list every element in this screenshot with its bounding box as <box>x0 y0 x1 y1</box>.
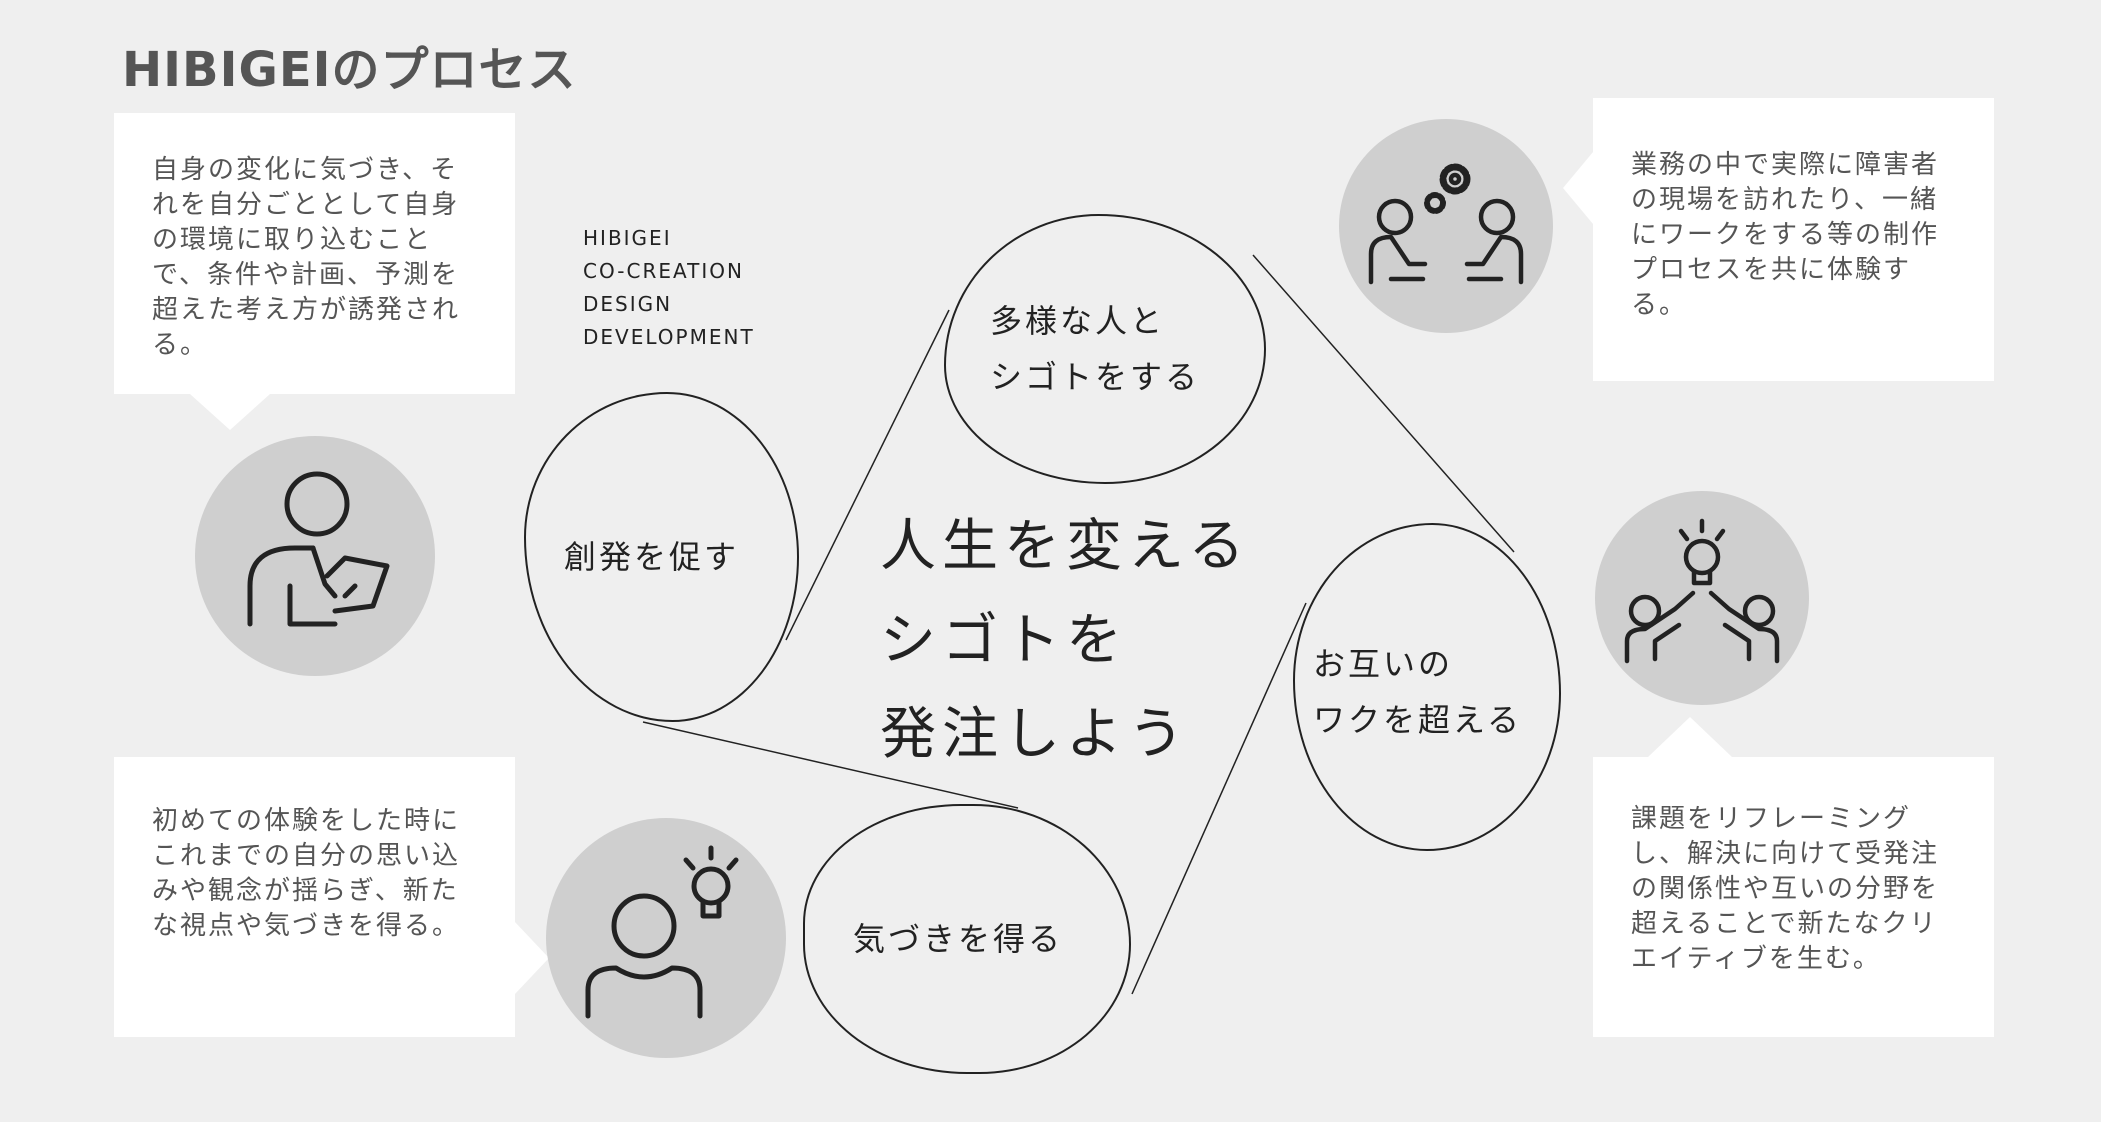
speech-tail <box>515 922 549 994</box>
cycle-step-otagai: お互いの ワクを超える <box>1293 523 1561 851</box>
person-lightbulb-icon <box>546 818 786 1058</box>
cycle-step-label: シゴトをする <box>990 358 1201 396</box>
center-message: 人生を変える シゴトを 発注しよう <box>880 500 1250 782</box>
description-line: な視点や気づきを得る。 <box>152 911 461 941</box>
description-line: の関係性や互いの分野を <box>1631 874 1940 904</box>
cycle-step-label: 気づきを得る <box>853 920 1064 958</box>
connector-line <box>785 309 950 641</box>
description-line: エイティブを生む。 <box>1631 944 1881 974</box>
hibigei-co-creation-label: HIBIGEI CO-CREATION DESIGN DEVELOPMENT <box>583 222 755 354</box>
cycle-step-tayou: 多様な人と シゴトをする <box>944 214 1266 484</box>
description-line: の現場を訪れたり、一緒 <box>1631 185 1938 215</box>
connector-line <box>642 721 1019 809</box>
center-message-line: シゴトを <box>880 608 1128 673</box>
cycle-step-sohatsu: 創発を促す <box>524 392 799 722</box>
description-line: プロセスを共に体験す <box>1631 255 1912 285</box>
description-line: 超えた考え方が誘発され <box>152 295 461 325</box>
description-line: にワークをする等の制作 <box>1631 220 1940 250</box>
description-line: の環境に取り込むこと <box>152 225 433 255</box>
person-with-tablet-icon <box>195 436 435 676</box>
speech-tail <box>1563 152 1593 224</box>
cycle-step-label: 創発を促す <box>564 538 740 576</box>
description-line: 自身の変化に気づき、そ <box>152 155 459 185</box>
page-title: HIBIGEIのプロセス <box>122 42 577 98</box>
description-line: る。 <box>1631 290 1688 320</box>
description-box-top-left: 自身の変化に気づき、そ れを自分ごととして自身 の環境に取り込むこと で、条件や… <box>114 113 515 394</box>
subtitle-line: DEVELOPMENT <box>583 325 755 349</box>
description-box-top-right: 業務の中で実際に障害者 の現場を訪れたり、一緒 にワークをする等の制作 プロセス… <box>1593 98 1994 381</box>
description-line: 課題をリフレーミング <box>1631 804 1912 834</box>
cycle-step-label: お互いの <box>1313 645 1454 683</box>
description-box-bottom-left: 初めての体験をした時に これまでの自分の思い込 みや観念が揺らぎ、新た な視点や… <box>114 757 515 1037</box>
description-line: みや観念が揺らぎ、新た <box>152 876 459 906</box>
cycle-step-label: ワクを超える <box>1313 701 1523 739</box>
subtitle-line: HIBIGEI <box>583 226 672 250</box>
speech-tail <box>1648 717 1732 757</box>
two-people-gears-icon <box>1339 119 1553 333</box>
description-line: 超えることで新たなクリ <box>1631 909 1938 939</box>
cycle-step-kizuki: 気づきを得る <box>803 804 1131 1074</box>
speech-tail <box>190 394 270 430</box>
description-line: これまでの自分の思い込 <box>152 841 461 871</box>
high-five-lightbulb-icon <box>1595 491 1809 705</box>
description-line: で、条件や計画、予測を <box>152 260 459 290</box>
connector-line <box>1252 254 1515 553</box>
subtitle-line: CO-CREATION <box>583 259 744 283</box>
description-box-bottom-right: 課題をリフレーミング し、解決に向けて受発注 の関係性や互いの分野を 超えること… <box>1593 757 1994 1037</box>
description-line: れを自分ごととして自身 <box>152 190 460 220</box>
cycle-step-label: 多様な人と <box>990 302 1166 340</box>
description-line: 業務の中で実際に障害者 <box>1631 150 1940 180</box>
center-message-line: 人生を変える <box>880 514 1251 579</box>
connector-line <box>1131 602 1307 995</box>
description-line: し、解決に向けて受発注 <box>1631 839 1940 869</box>
center-message-line: 発注しよう <box>880 702 1190 767</box>
description-line: る。 <box>152 330 209 360</box>
subtitle-line: DESIGN <box>583 292 673 316</box>
description-line: 初めての体験をした時に <box>152 806 461 836</box>
